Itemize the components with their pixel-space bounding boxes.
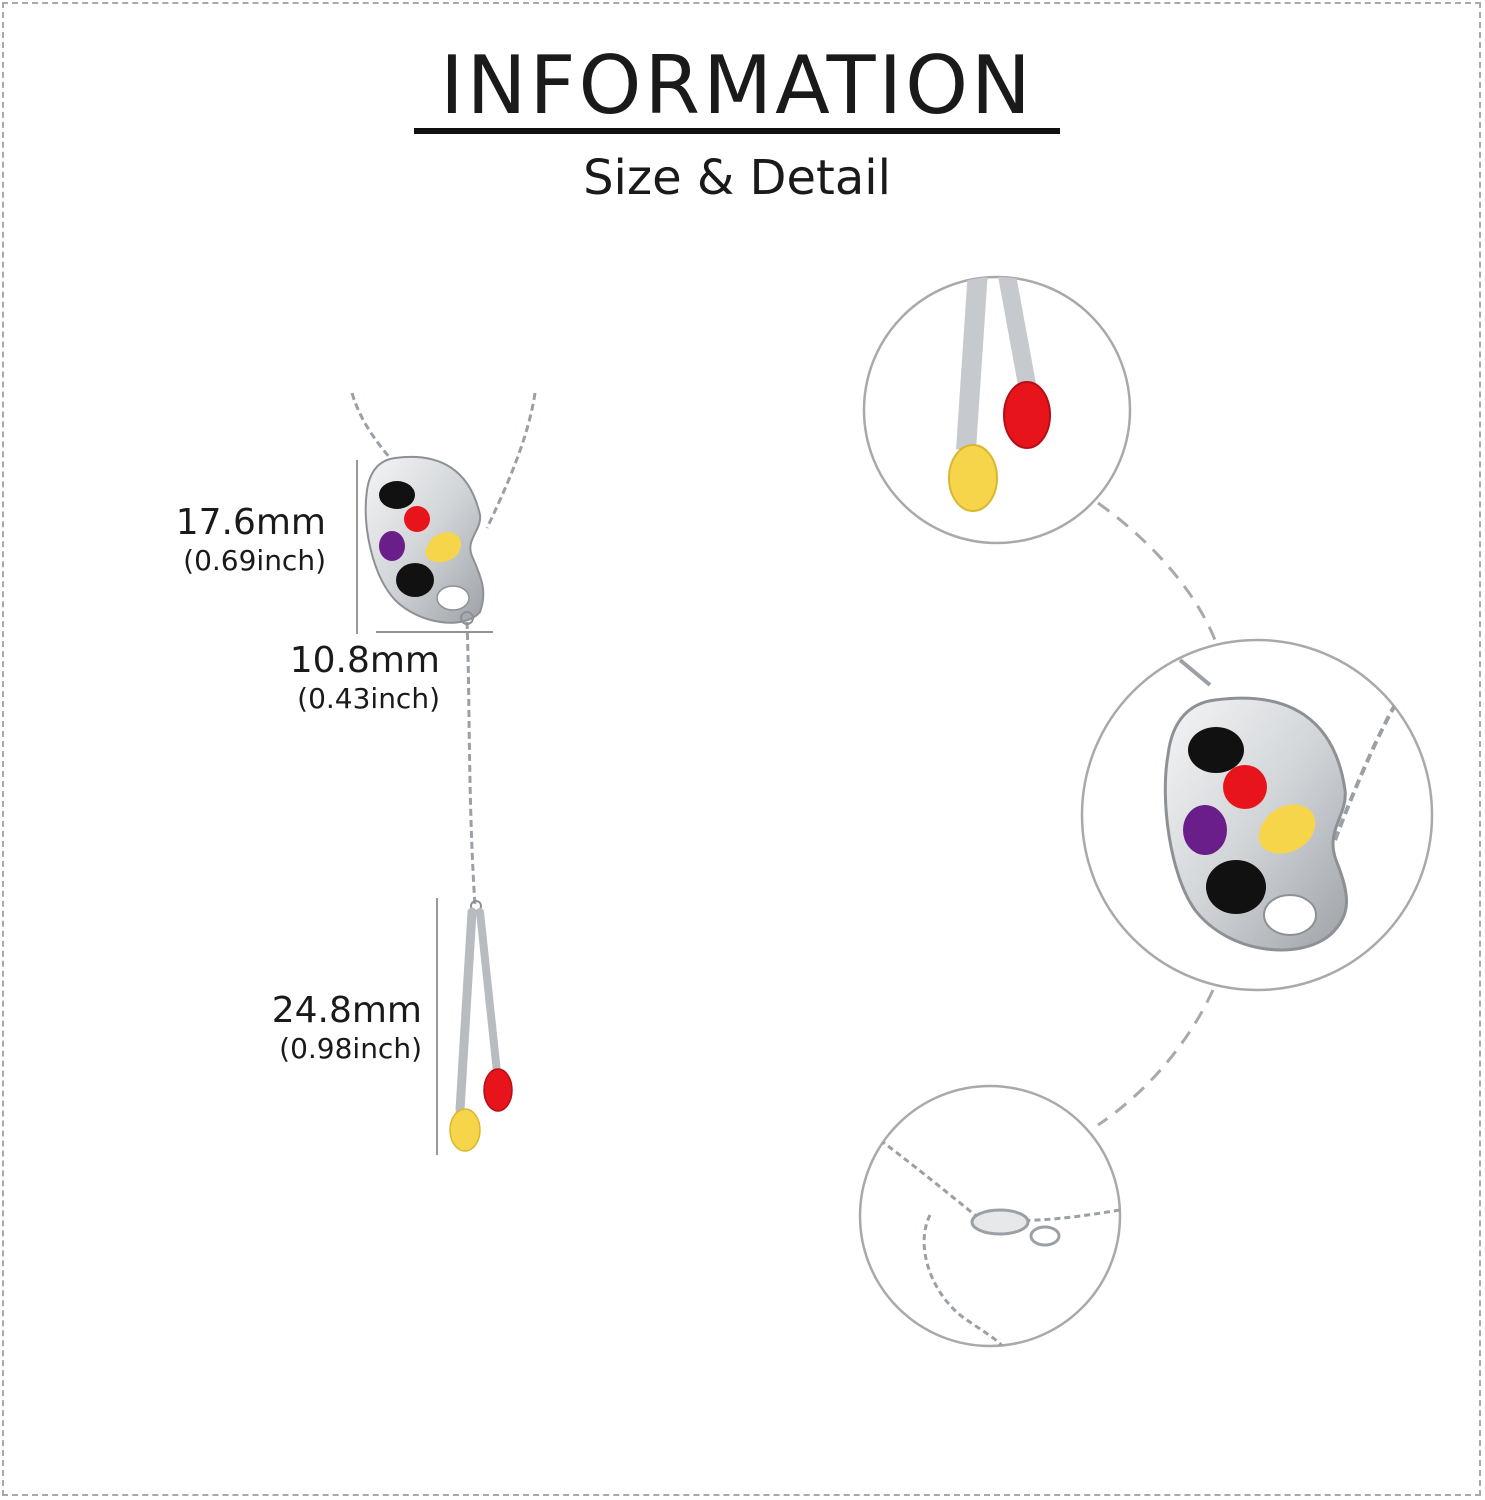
paint-purple <box>379 531 405 561</box>
palette-width-label: 10.8mm (0.43inch) <box>240 643 440 713</box>
page-title: INFORMATION <box>440 39 1034 132</box>
page-subtitle: Size & Detail <box>583 150 891 206</box>
brush-length-mm: 24.8mm <box>271 990 422 1031</box>
palette-detail-circle <box>1080 638 1434 992</box>
title-underline <box>414 128 1060 134</box>
paint-red <box>404 506 430 532</box>
palette-height-label: 17.6mm (0.69inch) <box>130 505 326 575</box>
brush-tip-yellow <box>449 1108 481 1152</box>
paint-black-2 <box>396 563 434 597</box>
palette-width-mm: 10.8mm <box>289 640 440 681</box>
paint-yellow <box>425 532 462 563</box>
palette-width-inch: (0.43inch) <box>297 682 440 715</box>
clasp-detail-circle <box>858 1084 1122 1348</box>
palette-height-inch: (0.69inch) <box>183 544 326 577</box>
connector-arcs <box>1097 501 1217 1127</box>
paint-black-1 <box>379 481 415 509</box>
brush-length-label: 24.8mm (0.98inch) <box>220 993 422 1063</box>
necklace-chain <box>350 392 537 906</box>
paintbrush-pendant <box>449 900 513 1152</box>
palette-height-mm: 17.6mm <box>175 502 326 543</box>
palette-thumb-hole <box>436 585 470 611</box>
brush-detail-circle <box>862 275 1132 545</box>
brush-tip-red <box>483 1068 513 1112</box>
dimension-lines <box>356 460 493 1155</box>
palette-pendant <box>364 456 485 625</box>
brush-length-inch: (0.98inch) <box>279 1032 422 1065</box>
